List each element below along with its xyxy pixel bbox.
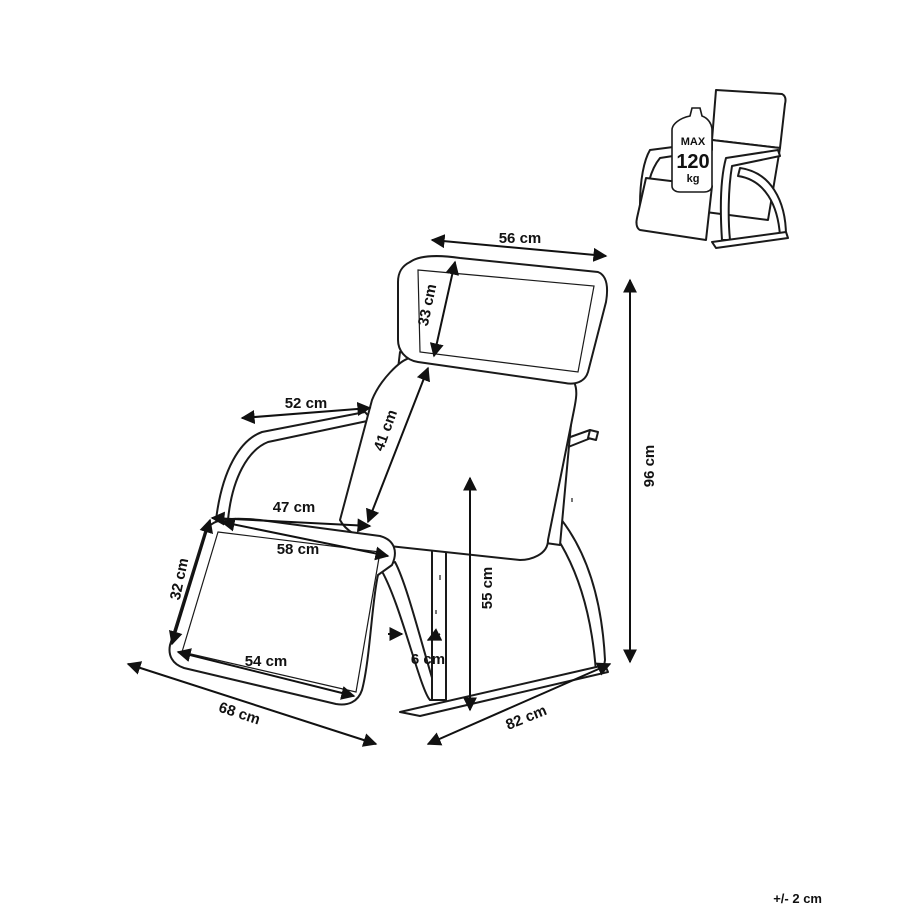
chair-outline (168, 255, 609, 717)
badge-line2: 120 (676, 151, 709, 173)
total-width-label: 68 cm (217, 699, 263, 728)
headrest-width-label: 56 cm (499, 230, 542, 247)
seat-height-label: 55 cm (479, 567, 496, 610)
total-height-label: 96 cm (641, 445, 658, 488)
badge-line3: kg (687, 173, 700, 185)
tolerance-note: +/- 2 cm (773, 891, 822, 906)
armrest-width-label: 52 cm (285, 395, 328, 412)
dimension-lines (126, 234, 637, 747)
base-clearance-label: 6 cm (411, 651, 445, 668)
footrest-width-label: 54 cm (245, 653, 288, 670)
seat-width-label: 47 cm (273, 499, 316, 516)
total-depth-label: 82 cm (503, 702, 549, 734)
seat-depth-label: 58 cm (277, 541, 320, 558)
weight-badge-icon: MAX 120 kg (671, 107, 713, 193)
badge-line1: MAX (681, 136, 706, 148)
